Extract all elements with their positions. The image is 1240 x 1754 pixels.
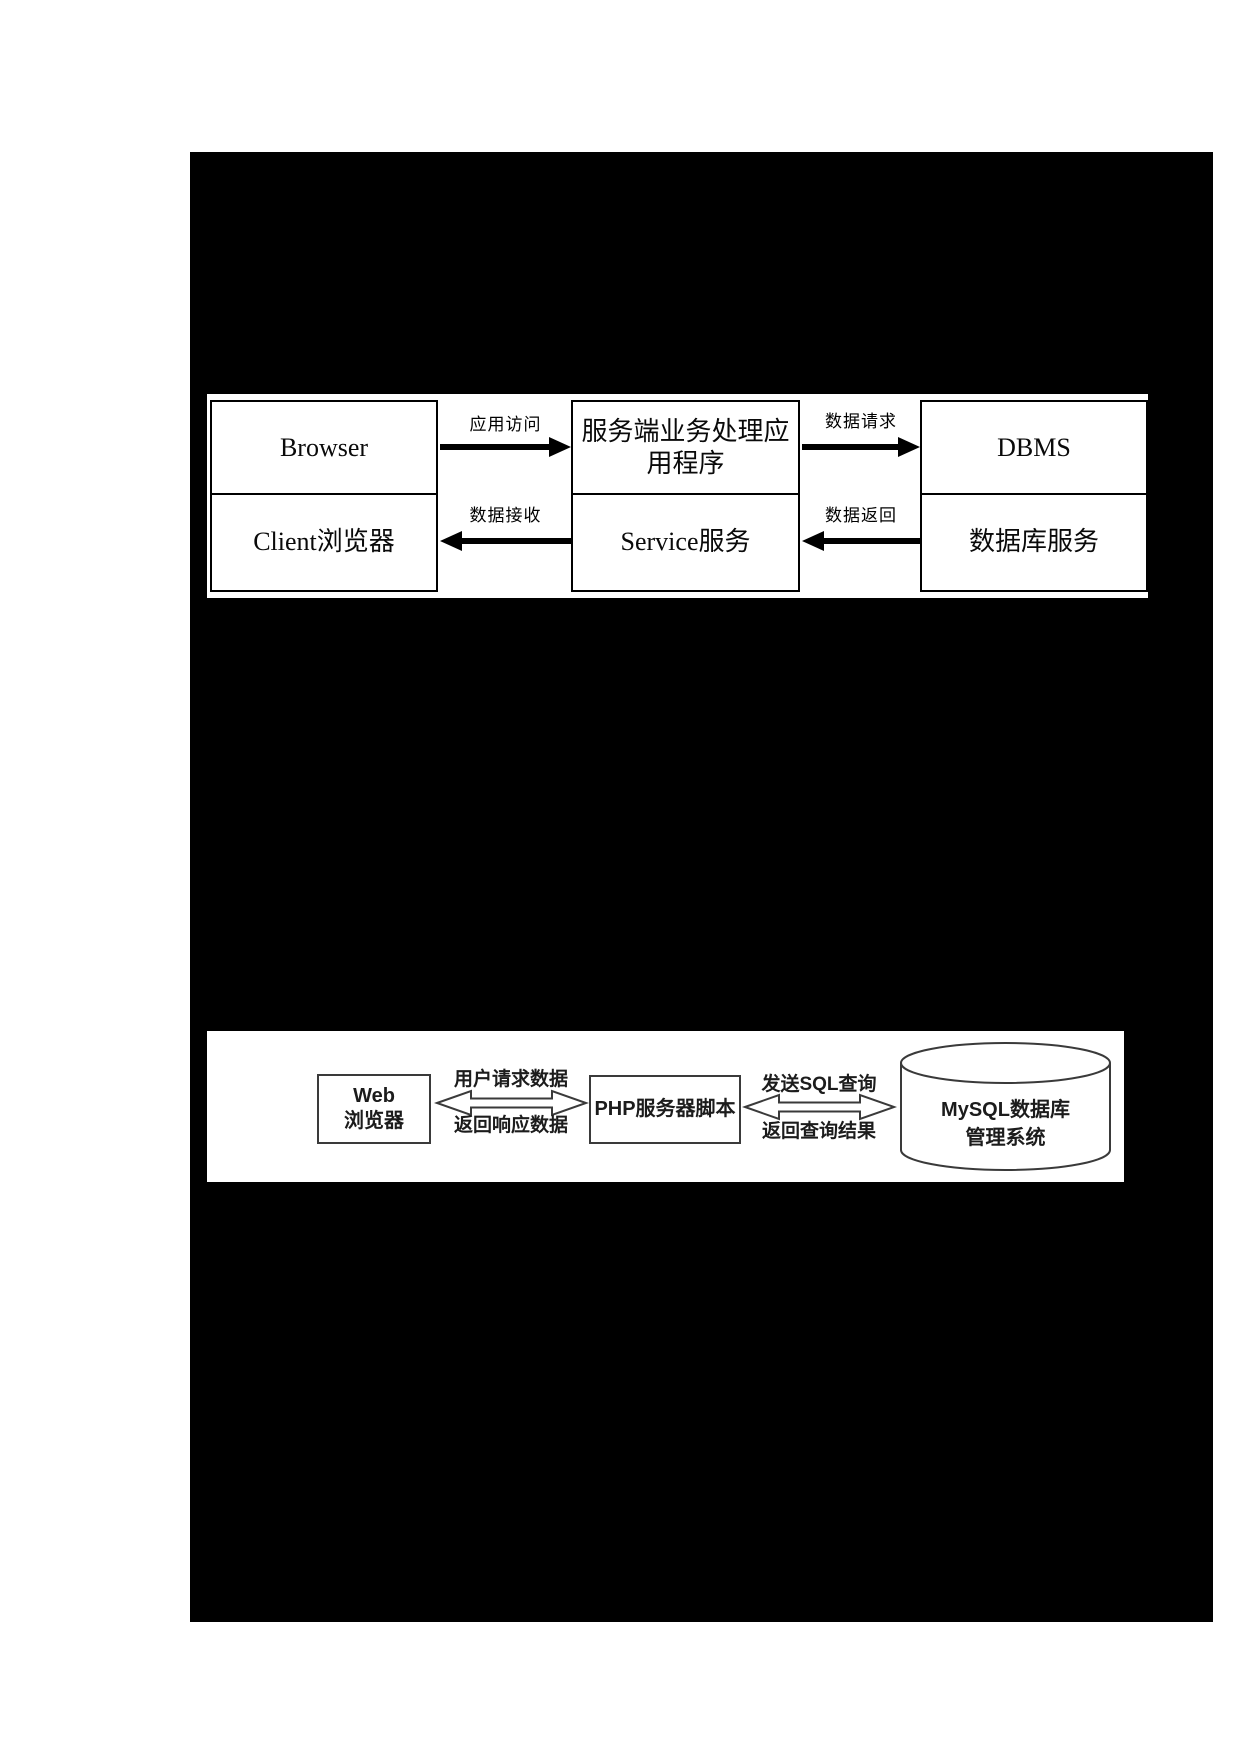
arrow-shaft	[440, 444, 551, 450]
web-browser-box: Web 浏览器	[317, 1074, 431, 1144]
right-arrow-icon	[802, 437, 920, 457]
db-service-cell: 数据库服务	[922, 495, 1146, 588]
db-service-label: 数据库服务	[968, 526, 1099, 556]
app-access-label: 应用访问	[469, 415, 542, 434]
php-label: PHP服务器脚本	[594, 1098, 736, 1120]
server-app-label-line2: 用程序	[646, 448, 725, 478]
response-data-label: 返回响应数据	[453, 1115, 568, 1136]
service-label: Service服务	[620, 526, 751, 556]
data-receive-label: 数据接收	[469, 506, 542, 525]
arrow-head	[898, 437, 920, 457]
data-return-label: 数据返回	[825, 506, 897, 525]
mysql-label-line1: MySQL数据库	[941, 1099, 1070, 1121]
architecture-diagram-1: Browser Client浏览器 服务端业务处理应 用程序 Service服务…	[207, 394, 1148, 598]
database-cylinder-icon	[900, 1042, 1111, 1171]
arrow-head	[549, 437, 571, 457]
double-arrow-icon	[433, 1089, 590, 1117]
php-mysql-diagram-2: Web 浏览器 用户请求数据 返回响应数据 PHP服务器脚本 发送SQL查询 返…	[207, 1031, 1124, 1182]
browser-cell: Browser	[212, 402, 436, 495]
service-app-box: 服务端业务处理应 用程序 Service服务	[571, 400, 800, 592]
left-arrow-icon	[802, 531, 920, 551]
server-app-cell: 服务端业务处理应 用程序	[573, 402, 798, 495]
mysql-label-line2: 管理系统	[965, 1127, 1046, 1149]
send-sql-label: 发送SQL查询	[761, 1074, 877, 1095]
service-cell: Service服务	[573, 495, 798, 588]
dbms-box: DBMS 数据库服务	[920, 400, 1148, 592]
browser-label: Browser	[279, 432, 369, 462]
data-request-label: 数据请求	[825, 412, 897, 431]
web-label: Web	[353, 1085, 395, 1107]
client-cell: Client浏览器	[212, 495, 436, 588]
dbms-label: DBMS	[997, 432, 1071, 462]
arrow-head	[802, 531, 824, 551]
browser-cn-label: 浏览器	[344, 1110, 404, 1132]
arrow-head	[440, 531, 462, 551]
server-app-label-line1: 服务端业务处理应	[581, 416, 790, 446]
arrow-shaft	[460, 538, 571, 544]
browser-client-box: Browser Client浏览器	[210, 400, 438, 592]
arrow-shaft	[822, 538, 920, 544]
double-arrow-icon	[741, 1093, 898, 1121]
dbms-cell: DBMS	[922, 402, 1146, 495]
mysql-dbms-label: MySQL数据库 管理系统	[899, 1096, 1112, 1152]
query-result-label: 返回查询结果	[761, 1121, 876, 1142]
client-label: Client浏览器	[253, 526, 395, 556]
user-request-label: 用户请求数据	[453, 1069, 568, 1090]
right-arrow-icon	[440, 437, 571, 457]
php-script-box: PHP服务器脚本	[589, 1075, 741, 1144]
left-arrow-icon	[440, 531, 571, 551]
black-content-panel	[190, 152, 1213, 1622]
arrow-shaft	[802, 444, 900, 450]
